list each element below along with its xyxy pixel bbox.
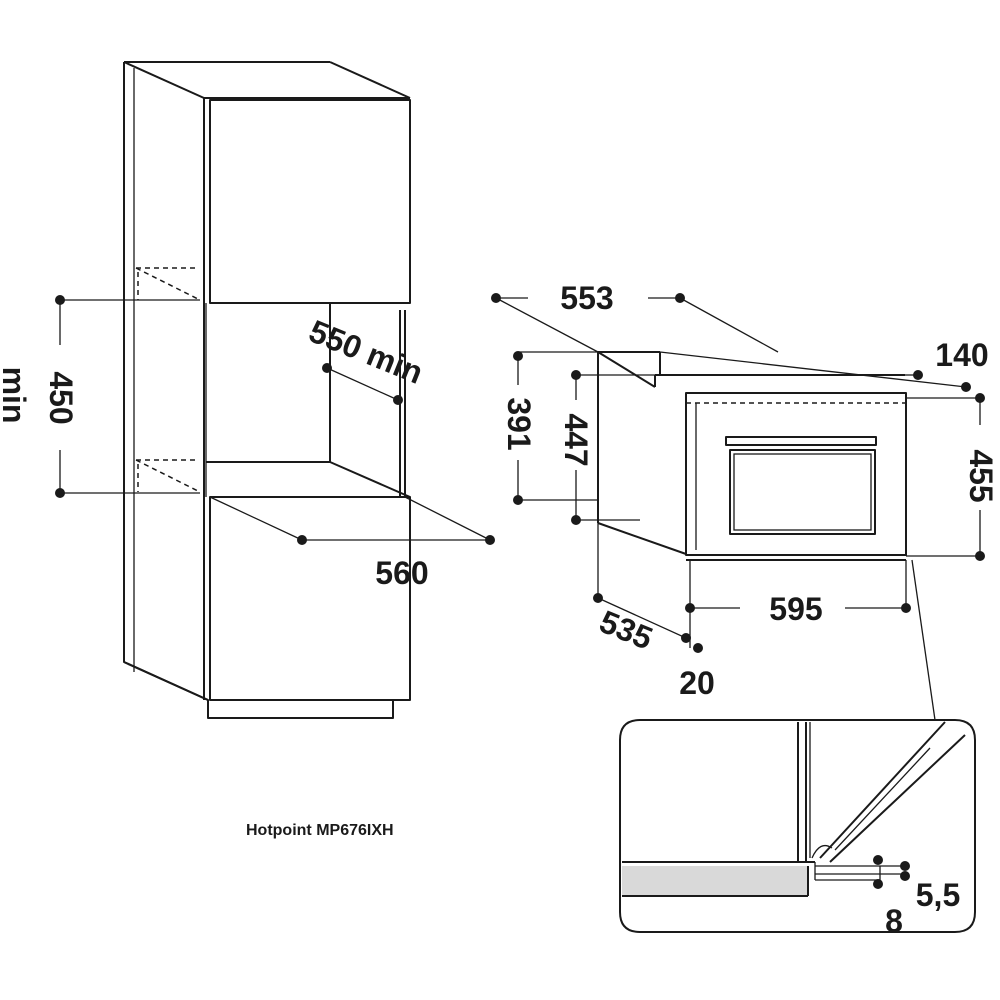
label-frame-depth: 20 bbox=[679, 665, 715, 701]
label-front-width: 595 bbox=[769, 591, 822, 627]
label-top-offset: 140 bbox=[935, 337, 988, 373]
label-front-height: 455 bbox=[963, 449, 999, 502]
label-side-depth: 535 bbox=[595, 603, 658, 656]
label-niche-width: 560 bbox=[375, 555, 428, 591]
label-detail-a: 5,5 bbox=[916, 877, 960, 913]
label-top-depth: 553 bbox=[560, 280, 613, 316]
oven-drawing bbox=[491, 293, 985, 721]
dimension-labels: 450 min 550 min 560 553 140 391 447 455 … bbox=[0, 280, 999, 939]
cabinet-drawing bbox=[55, 61, 495, 719]
label-niche-depth: 550 min bbox=[304, 313, 428, 391]
detail-inset bbox=[619, 719, 976, 933]
label-detail-b: 8 bbox=[885, 903, 903, 939]
product-caption: Hotpoint MP676IXH bbox=[246, 822, 394, 839]
label-niche-height-min: min bbox=[0, 367, 32, 424]
label-niche-height: 450 bbox=[43, 371, 79, 424]
label-inner-height: 447 bbox=[558, 413, 594, 466]
label-body-height: 391 bbox=[501, 397, 537, 450]
